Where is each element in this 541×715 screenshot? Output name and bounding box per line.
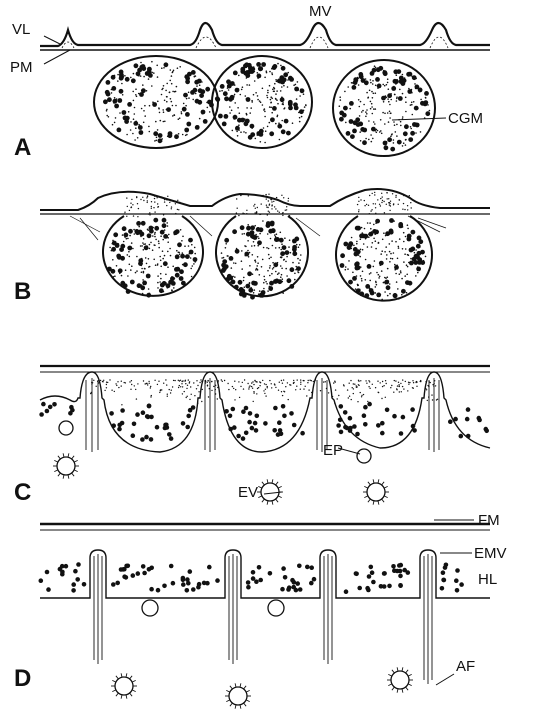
endocytic-vesicles-c [53,453,389,504]
label-hl: HL [478,571,497,588]
endocytic-vesicle [111,673,137,698]
panel-label-d: D [14,665,31,692]
cytoplasm-granules-c [39,402,489,442]
endocytic-vesicle [53,453,79,478]
label-pm: PM [10,59,33,76]
label-ep: EP [323,442,343,459]
cortical-granules-a [94,56,435,156]
label-emv: EMV [474,545,507,562]
endocytic-vesicles-d [111,667,413,708]
perivitelline-content-c [90,379,438,405]
endocytic-vesicle [225,683,251,708]
panel-label-b: B [14,278,31,305]
endocytic-vesicle [363,479,389,504]
label-ev: EV [238,484,258,501]
panel-a [40,23,490,156]
panel-label-c: C [14,479,31,506]
fused-surface-b [40,189,490,210]
endocytic-vesicle [387,667,413,692]
panel-b [40,189,490,301]
label-vl: VL [12,21,30,38]
label-af: AF [456,658,475,675]
panel-label-a: A [14,134,31,161]
egg-surface-d [40,550,490,598]
panel-c [39,366,490,505]
microvilli [62,37,448,48]
endocytic-pits-d [142,600,284,616]
cortical-granules-b [103,216,432,301]
label-mv: MV [309,3,332,20]
vitelline-layer [40,23,490,46]
label-fm: FM [478,512,500,529]
label-cgm: CGM [448,110,483,127]
panel-d [39,524,491,709]
